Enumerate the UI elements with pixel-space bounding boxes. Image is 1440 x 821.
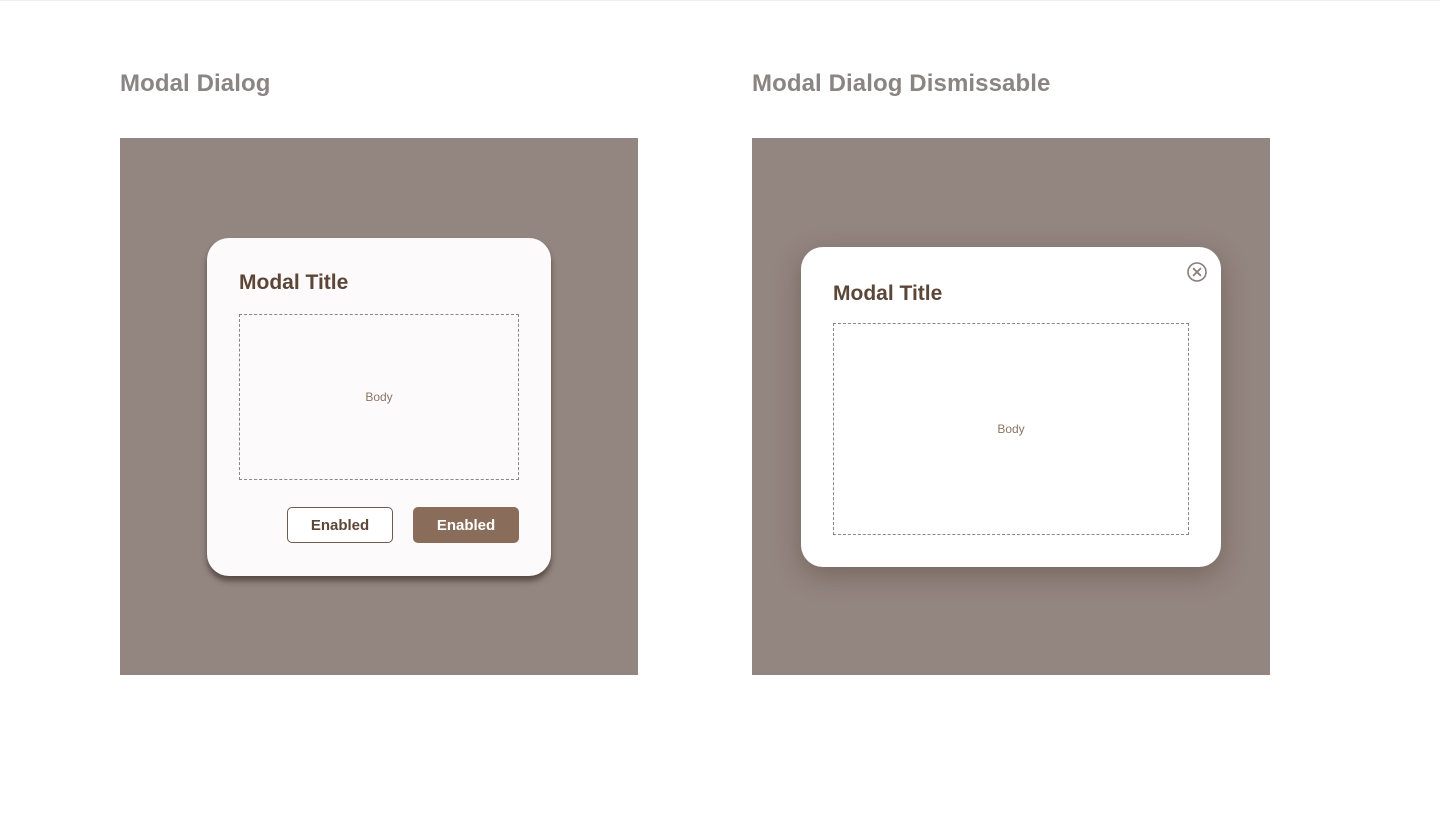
section-heading-modal-dialog: Modal Dialog (120, 70, 271, 97)
secondary-button[interactable]: Enabled (287, 507, 393, 543)
primary-button[interactable]: Enabled (413, 507, 519, 543)
modal-body-label: Body (997, 422, 1025, 436)
modal-body-label: Body (365, 390, 393, 404)
modal-title: Modal Title (239, 271, 349, 294)
modal-dialog-dismissable: Modal Title Body (801, 247, 1221, 567)
modal-backdrop-dismissable[interactable]: Modal Title Body (752, 138, 1270, 675)
modal-body-slot: Body (239, 314, 519, 480)
close-button[interactable] (1186, 261, 1208, 283)
section-heading-modal-dialog-dismissable: Modal Dialog Dismissable (752, 70, 1051, 97)
top-divider (0, 0, 1440, 1)
modal-backdrop[interactable]: Modal Title Body Enabled Enabled (120, 138, 638, 675)
modal-body-slot: Body (833, 323, 1189, 535)
close-circle-icon (1187, 262, 1207, 282)
modal-title: Modal Title (833, 282, 943, 305)
modal-dialog: Modal Title Body Enabled Enabled (207, 238, 551, 576)
